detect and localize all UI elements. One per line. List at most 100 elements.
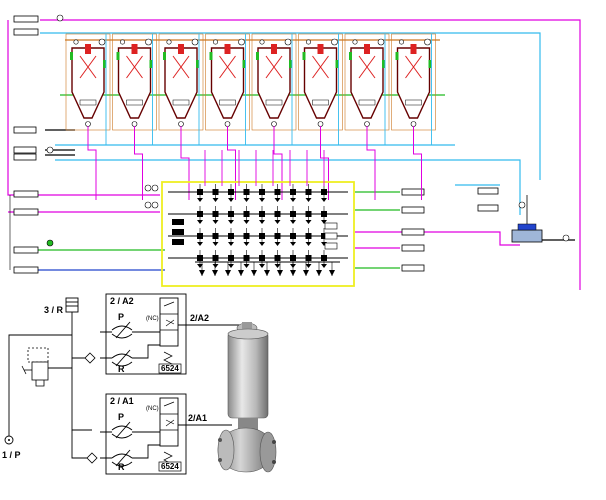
tank bbox=[298, 33, 343, 200]
manifold-valve bbox=[274, 228, 281, 246]
drain-valve bbox=[212, 262, 218, 276]
tank bbox=[158, 33, 204, 200]
heat-exchanger-unit bbox=[511, 195, 570, 243]
manifold-valve bbox=[212, 206, 219, 224]
manifold-valve bbox=[321, 250, 327, 268]
manifold-valve bbox=[228, 206, 234, 224]
pressure-regulator bbox=[21, 347, 49, 387]
supply-port-label: 1 / P bbox=[2, 450, 21, 460]
solenoid-block-a2 bbox=[100, 293, 187, 375]
manifold-valve bbox=[321, 206, 327, 224]
tank bbox=[112, 33, 157, 200]
tag-boxes-right bbox=[401, 187, 499, 272]
output-a1-label: 2/A1 bbox=[188, 413, 208, 423]
solenoid-a1-port-r: R bbox=[118, 462, 125, 472]
tank bbox=[251, 33, 297, 200]
inlet-valve bbox=[172, 219, 184, 225]
manifold-valve bbox=[228, 184, 234, 202]
manifold-valve bbox=[197, 184, 203, 202]
supply-line bbox=[8, 334, 72, 438]
check-valves bbox=[84, 352, 98, 464]
output-a2-label: 2/A2 bbox=[190, 313, 210, 323]
manifold-valve bbox=[228, 250, 234, 268]
manifold-valve bbox=[228, 228, 234, 246]
outlet-box bbox=[324, 242, 338, 250]
magenta-left-drop bbox=[7, 20, 160, 196]
tank bbox=[205, 33, 250, 200]
output-lines bbox=[178, 324, 240, 426]
manifold-valve bbox=[274, 250, 281, 268]
exhaust-silencer bbox=[65, 297, 79, 313]
tank bbox=[344, 33, 390, 200]
exhaust-port-label: 3 / R bbox=[44, 305, 64, 315]
drain-valve bbox=[251, 262, 257, 276]
drain-valve bbox=[238, 262, 244, 276]
solenoid-a1-model: 6524 bbox=[161, 462, 179, 471]
manifold-valve bbox=[290, 228, 296, 246]
manifold-valve bbox=[259, 228, 265, 246]
magenta-header-top bbox=[40, 19, 581, 290]
tank bbox=[65, 33, 111, 200]
manifold-valve bbox=[305, 250, 312, 268]
drain-valve bbox=[277, 262, 283, 276]
solenoid-a2-title: 2 / A2 bbox=[110, 296, 134, 306]
drain-valve bbox=[303, 262, 309, 276]
manifold-valve bbox=[243, 228, 250, 246]
pneumatic-schematic bbox=[8, 297, 92, 459]
supply-port-1p bbox=[4, 435, 14, 445]
tag-boxes-left bbox=[13, 15, 39, 274]
solenoid-a2-nc: (NC) bbox=[146, 316, 159, 322]
manifold-valve bbox=[305, 228, 312, 246]
outlet-box bbox=[324, 222, 338, 230]
drain-valve bbox=[264, 262, 270, 276]
drain-valve bbox=[316, 262, 322, 276]
manifold-valve bbox=[259, 250, 265, 268]
drain-valve bbox=[329, 262, 335, 276]
tank-row bbox=[65, 33, 436, 200]
manifold-valve bbox=[259, 206, 265, 224]
solenoid-a2-port-r: R bbox=[118, 364, 125, 374]
process-lines bbox=[7, 19, 581, 290]
manifold-valve bbox=[243, 250, 250, 268]
cyan-collector-2 bbox=[55, 159, 521, 215]
manifold-valve bbox=[290, 206, 296, 224]
gauges-left bbox=[46, 14, 159, 247]
manifold-valve bbox=[274, 184, 281, 202]
manifold-valve bbox=[212, 250, 219, 268]
manifold-valve bbox=[259, 184, 265, 202]
outlet-box bbox=[324, 232, 338, 240]
solenoid-a2-port-p: P bbox=[118, 312, 125, 322]
manifold-valve bbox=[321, 184, 327, 202]
valve-manifold bbox=[168, 150, 348, 276]
magenta-out-1 bbox=[355, 231, 520, 246]
drain-valve bbox=[225, 262, 231, 276]
manifold-valve bbox=[212, 184, 219, 202]
drain-valve bbox=[290, 262, 296, 276]
manifold-valve bbox=[243, 206, 250, 224]
valve-manifold-frame bbox=[161, 181, 355, 287]
solenoid-block-a1 bbox=[100, 393, 187, 475]
manifold-valve bbox=[290, 184, 296, 202]
manifold-valve bbox=[243, 184, 250, 202]
manifold-valve bbox=[305, 206, 312, 224]
solenoid-a1-port-p: P bbox=[118, 412, 125, 422]
manifold-valve bbox=[197, 250, 203, 268]
drain-valve bbox=[199, 262, 205, 276]
manifold-valve bbox=[197, 206, 203, 224]
manifold-valve bbox=[305, 184, 312, 202]
cyan-top bbox=[40, 32, 541, 180]
solenoid-a2-model: 6524 bbox=[161, 364, 179, 373]
manifold-valve bbox=[212, 228, 219, 246]
inlet-valve bbox=[172, 239, 184, 245]
inlet-valve bbox=[172, 229, 184, 235]
supply-line-a1b bbox=[71, 430, 92, 459]
solenoid-a1-title: 2 / A1 bbox=[110, 396, 134, 406]
manifold-valve bbox=[274, 206, 281, 224]
supply-line-a2 bbox=[71, 335, 90, 359]
manifold-valve bbox=[197, 228, 203, 246]
supply-line-a1 bbox=[71, 358, 92, 431]
actuated-ball-valve bbox=[217, 322, 277, 473]
tank bbox=[391, 33, 436, 200]
solenoid-a1-nc: (NC) bbox=[146, 406, 159, 412]
